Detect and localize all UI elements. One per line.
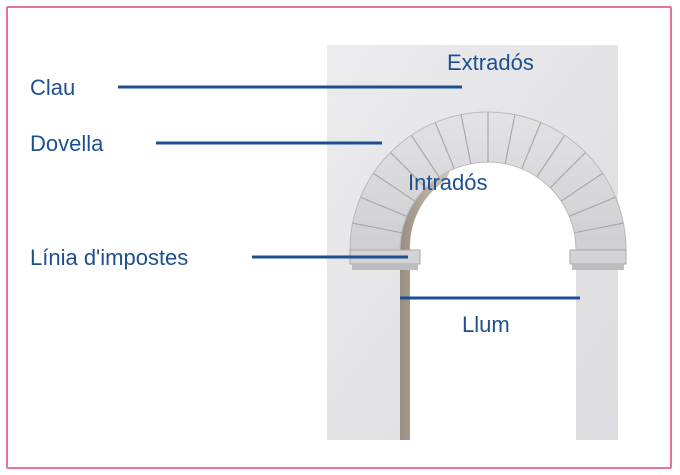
voussoir-joint <box>569 196 616 217</box>
label-intrados: Intradós <box>408 170 488 195</box>
voussoir-joint <box>352 222 402 234</box>
voussoir-joints <box>352 112 624 234</box>
impost-right <box>569 249 627 265</box>
voussoir-joint <box>574 222 624 234</box>
figure-frame <box>6 6 672 469</box>
label-extrados: Extradós <box>447 50 534 75</box>
voussoir-joint <box>389 151 427 189</box>
voussoir-joint <box>372 172 416 202</box>
label-dovella: Dovella <box>30 131 104 156</box>
label-linia-impostes: Línia d'impostes <box>30 245 188 270</box>
voussoir-joint <box>460 114 472 164</box>
voussoir-joint <box>360 196 407 217</box>
voussoir-joint <box>434 122 455 169</box>
voussoir-joint <box>560 172 604 202</box>
voussoir-joint <box>549 151 587 189</box>
voussoir-joint <box>521 122 542 169</box>
voussoir-joint <box>504 114 516 164</box>
intrados-reveal <box>400 171 450 440</box>
voussoir-joint <box>536 134 566 178</box>
leader-lines <box>118 85 580 300</box>
label-llum: Llum <box>462 312 510 337</box>
voussoir-joint <box>410 134 440 178</box>
label-clau: Clau <box>30 75 75 100</box>
impost-left-shadow <box>352 264 418 270</box>
impost-right-shadow <box>572 264 624 270</box>
